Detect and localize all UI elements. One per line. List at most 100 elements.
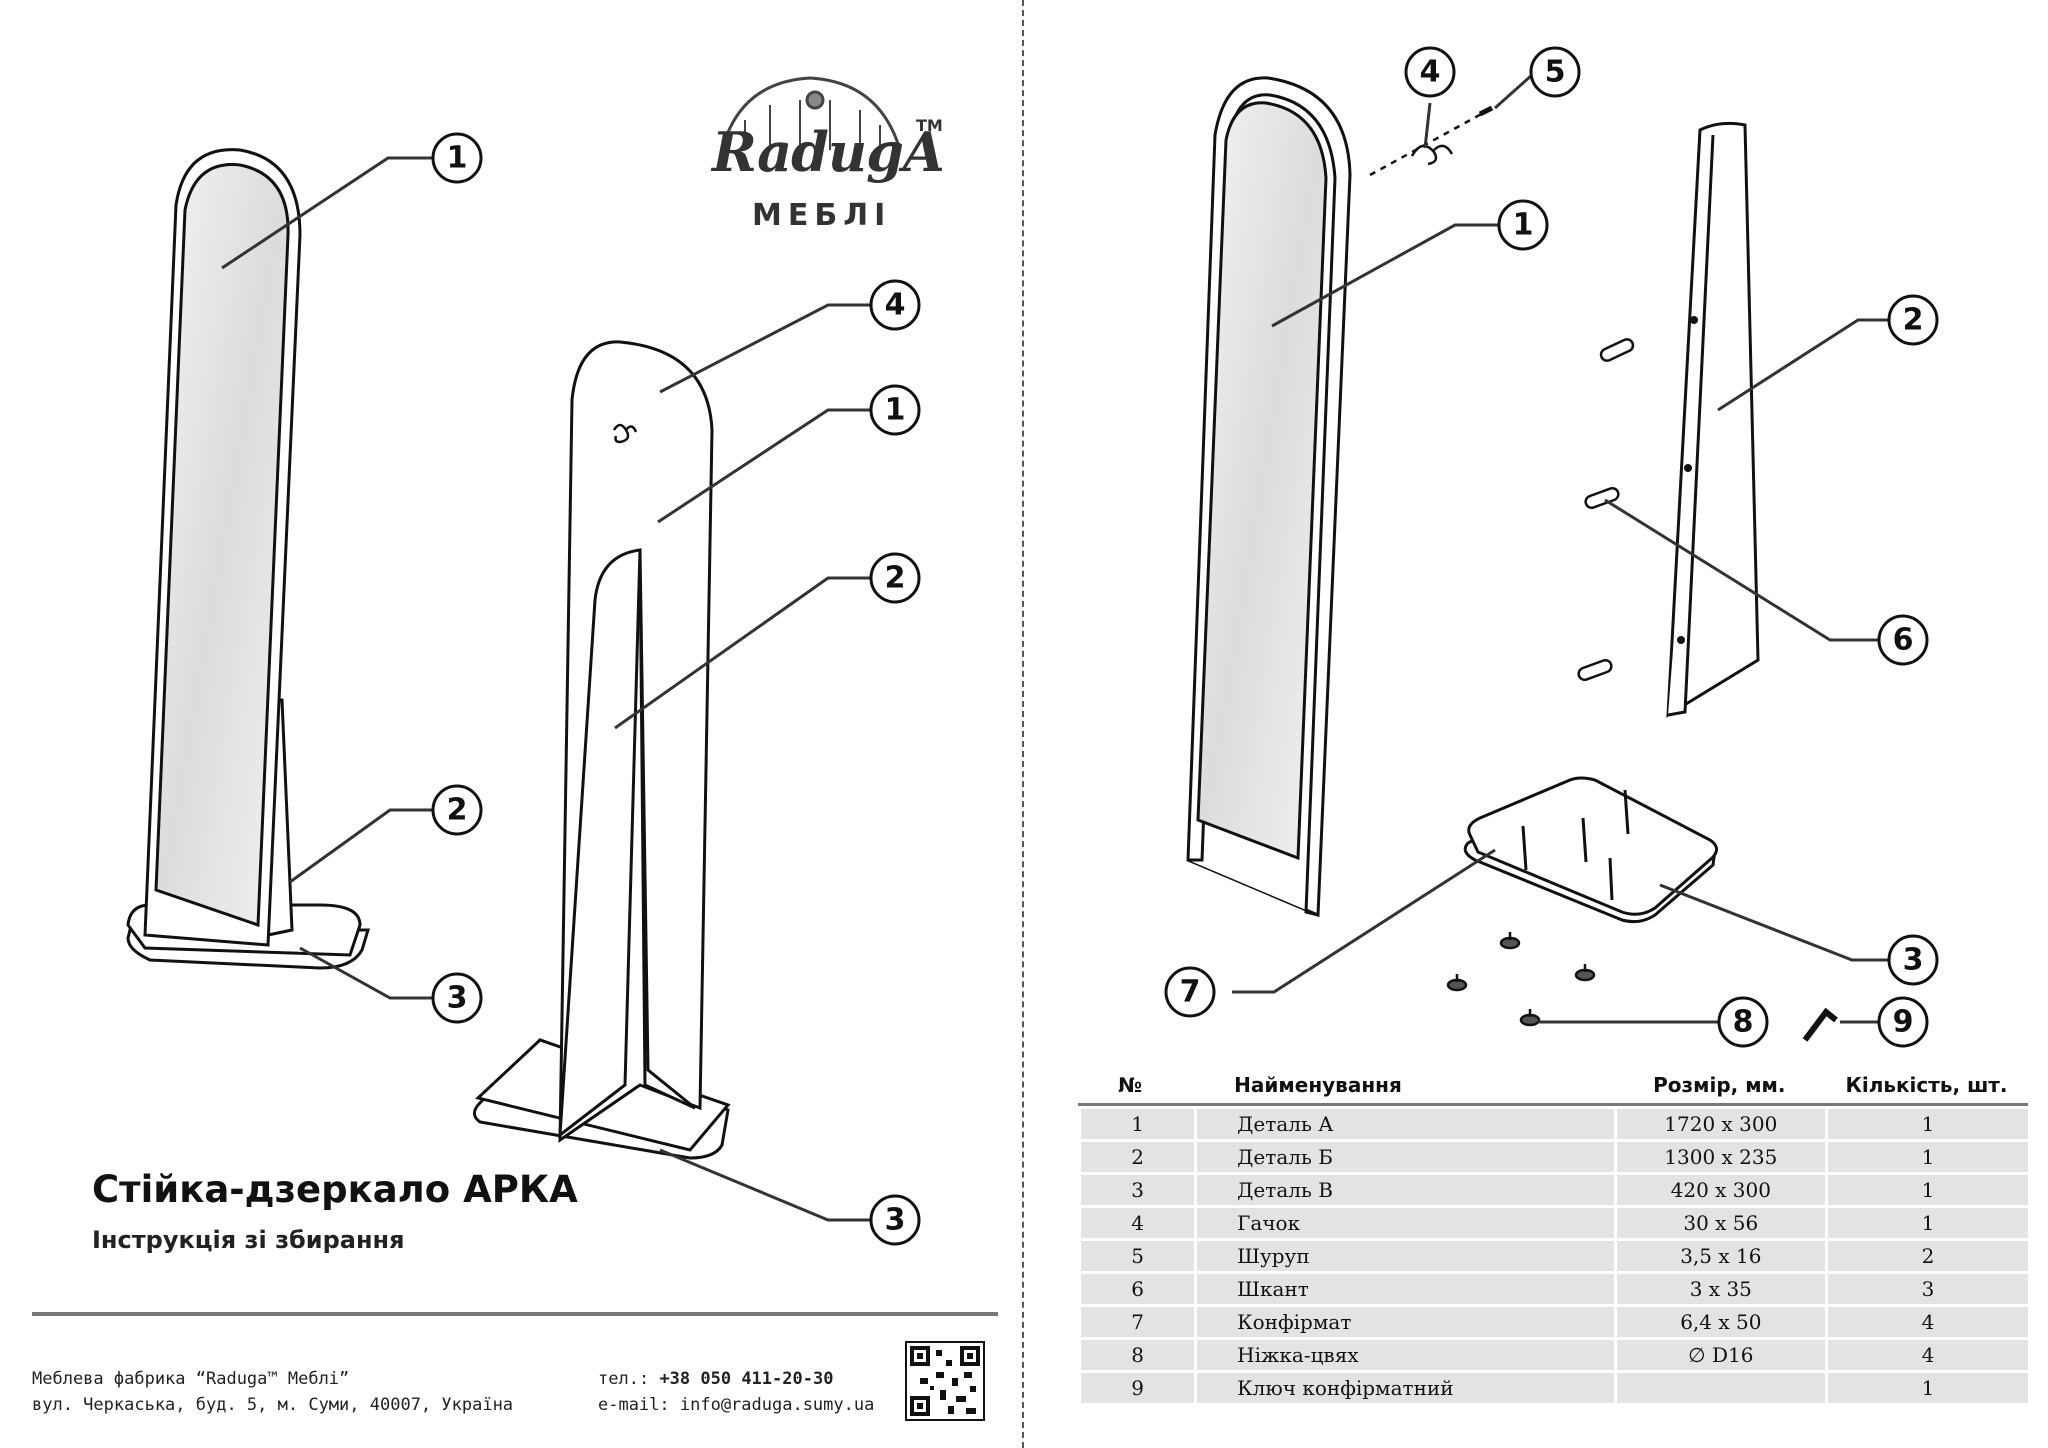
svg-text:3: 3 — [885, 1203, 906, 1238]
parts-table: № Найменування Розмір, мм. Кількість, шт… — [1078, 1064, 2028, 1406]
row-size: 6,4 x 50 — [1613, 1307, 1825, 1337]
row-no: 2 — [1078, 1142, 1195, 1172]
callout-right-6: 6 — [1877, 614, 1929, 666]
callout-right-8: 8 — [1717, 996, 1769, 1048]
hook-and-screw — [1369, 105, 1494, 177]
row-name: Ключ конфірматний — [1194, 1373, 1614, 1403]
row-no: 4 — [1078, 1208, 1195, 1238]
header-no: № — [1078, 1067, 1195, 1106]
row-qty: 1 — [1825, 1109, 2028, 1139]
brand-logo-word: RadugA — [712, 120, 945, 184]
row-qty: 1 — [1825, 1208, 2028, 1238]
row-qty: 4 — [1825, 1340, 2028, 1370]
row-name: Гачок — [1194, 1208, 1614, 1238]
svg-text:8: 8 — [1733, 1005, 1754, 1040]
row-no: 9 — [1078, 1373, 1195, 1403]
svg-text:1: 1 — [447, 141, 468, 176]
brand-trademark: TM — [916, 116, 943, 135]
callout-right-3: 3 — [1887, 934, 1939, 986]
row-name: Деталь В — [1194, 1175, 1614, 1205]
svg-text:2: 2 — [447, 793, 468, 828]
header-size: Розмір, мм. — [1613, 1067, 1825, 1106]
row-no: 5 — [1078, 1241, 1195, 1271]
callout-left-4: 4 — [869, 279, 921, 331]
base-panel-c — [1463, 776, 1718, 924]
svg-text:7: 7 — [1180, 975, 1201, 1010]
row-qty: 1 — [1825, 1175, 2028, 1205]
svg-text:2: 2 — [885, 561, 906, 596]
svg-text:5: 5 — [1545, 55, 1566, 90]
qr-code — [905, 1341, 985, 1421]
confirmat-key — [1802, 1007, 1838, 1042]
row-no: 6 — [1078, 1274, 1195, 1304]
leader-lines — [221, 73, 1890, 1222]
panel-a-exploded — [1186, 76, 1352, 918]
callout-right-1: 1 — [1497, 199, 1549, 251]
row-size: 420 x 300 — [1613, 1175, 1825, 1205]
callout-left-3-b: 3 — [869, 1194, 921, 1246]
callout-right-9: 9 — [1877, 996, 1929, 1048]
row-no: 3 — [1078, 1175, 1195, 1205]
row-qty: 1 — [1825, 1142, 2028, 1172]
row-name: Шкант — [1194, 1274, 1614, 1304]
brand-subtitle: МЕБЛІ — [752, 198, 892, 233]
header-name: Найменування — [1194, 1067, 1614, 1106]
fold-line — [1022, 0, 1024, 1448]
svg-text:2: 2 — [1903, 303, 1924, 338]
dowels — [1577, 338, 1635, 682]
callout-left-3-a: 3 — [431, 972, 483, 1024]
row-size: 1300 x 235 — [1613, 1142, 1825, 1172]
company-address: вул. Черкаська, буд. 5, м. Суми, 40007, … — [32, 1395, 514, 1415]
row-name: Деталь А — [1194, 1109, 1614, 1139]
row-name: Ніжка-цвях — [1194, 1340, 1614, 1370]
svg-text:1: 1 — [1513, 208, 1534, 243]
row-size: 3 x 35 — [1613, 1274, 1825, 1304]
row-size — [1613, 1373, 1825, 1403]
svg-text:1: 1 — [885, 393, 906, 428]
callout-left-2-a: 2 — [431, 784, 483, 836]
callout-right-7: 7 — [1164, 966, 1216, 1018]
row-qty: 2 — [1825, 1241, 2028, 1271]
svg-text:3: 3 — [1903, 943, 1924, 978]
header-qty: Кількість, шт. — [1825, 1067, 2028, 1106]
table-header-row: № Найменування Розмір, мм. Кількість, шт… — [1078, 1067, 2028, 1106]
email[interactable]: e-mail: info@raduga.sumy.ua — [598, 1395, 875, 1415]
panel-b-exploded — [1666, 121, 1760, 718]
svg-text:6: 6 — [1893, 623, 1914, 658]
row-size: 1720 x 300 — [1613, 1109, 1825, 1139]
document-subtitle: Інструкція зі збирання — [92, 1226, 405, 1254]
row-qty: 4 — [1825, 1307, 2028, 1337]
svg-text:3: 3 — [447, 981, 468, 1016]
phone-label: тел.: — [598, 1369, 650, 1389]
callout-right-4: 4 — [1404, 46, 1456, 98]
row-no: 8 — [1078, 1340, 1195, 1370]
svg-text:4: 4 — [885, 288, 906, 323]
row-qty: 3 — [1825, 1274, 2028, 1304]
phone-number[interactable]: +38 050 411-20-30 — [659, 1369, 834, 1389]
row-no: 1 — [1078, 1109, 1195, 1139]
assembled-front-view — [126, 148, 371, 970]
callout-right-5: 5 — [1529, 46, 1581, 98]
callout-left-2-b: 2 — [869, 552, 921, 604]
footer-address-block: Меблева фабрика “Raduga™ Меблі” вул. Чер… — [32, 1366, 513, 1418]
logo-emblem — [720, 76, 902, 151]
row-size: ∅ D16 — [1613, 1340, 1825, 1370]
svg-text:4: 4 — [1420, 55, 1441, 90]
callout-left-1-a: 1 — [431, 132, 483, 184]
footer-contact-block: тел.: +38 050 411-20-30 e-mail: info@rad… — [598, 1366, 874, 1418]
assembled-back-view — [473, 340, 731, 1160]
row-name: Конфірмат — [1194, 1307, 1614, 1337]
row-qty: 1 — [1825, 1373, 2028, 1403]
row-size: 30 x 56 — [1613, 1208, 1825, 1238]
row-name: Шуруп — [1194, 1241, 1614, 1271]
